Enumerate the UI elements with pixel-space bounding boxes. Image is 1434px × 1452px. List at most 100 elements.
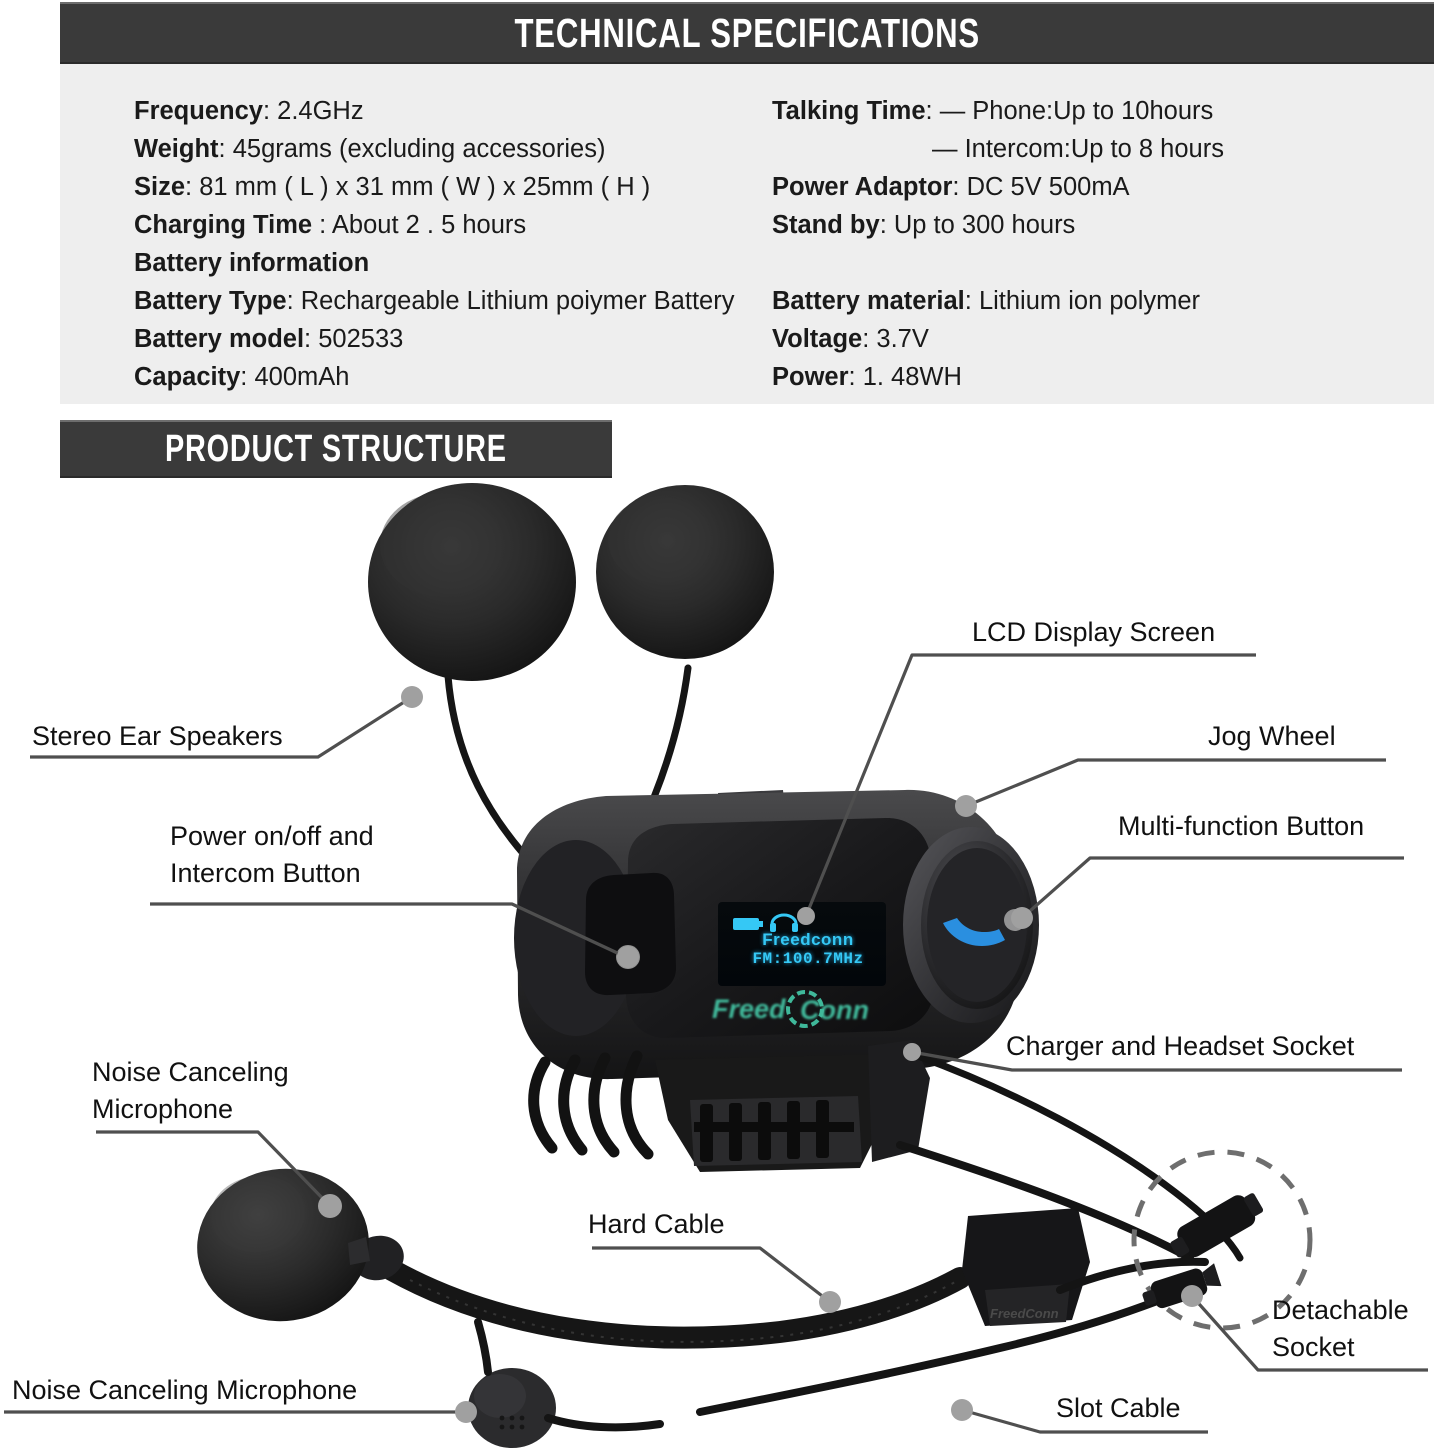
leader-jog-wheel bbox=[965, 758, 1386, 808]
spec-sep: : bbox=[964, 287, 979, 315]
callout-noise-canceling-microphone: Noise Canceling Microphone bbox=[92, 1054, 392, 1128]
svg-text:Conn: Conn bbox=[800, 995, 869, 1025]
spec-sep: : bbox=[925, 97, 940, 125]
spec-column-left: Frequency: 2.4GHz Weight: 45grams (exclu… bbox=[134, 92, 794, 396]
leader-noise-mic-top bbox=[96, 1130, 332, 1208]
spec-value: Rechargeable Lithium poiymer Battery bbox=[300, 287, 735, 315]
spec-row: Stand by: Up to 300 hours bbox=[772, 206, 1412, 244]
spec-sep: : bbox=[286, 287, 301, 315]
callout-detachable-socket: Detachable Socket bbox=[1272, 1292, 1432, 1366]
svg-text:Freed: Freed bbox=[712, 994, 786, 1024]
spec-row: Battery Type: Rechargeable Lithium poiym… bbox=[134, 282, 794, 320]
spec-label: Battery material bbox=[772, 287, 965, 315]
spec-value: 3.7V bbox=[876, 325, 929, 353]
callout-noise-mic-line1: Noise Canceling bbox=[92, 1057, 289, 1087]
spec-label: Voltage bbox=[772, 325, 863, 353]
hard-cable-loops bbox=[528, 1050, 654, 1160]
spec-row-heading: Battery information bbox=[134, 244, 794, 282]
spec-value: Lithium ion polymer bbox=[978, 287, 1201, 315]
spec-label: Charging Time bbox=[134, 211, 313, 239]
callout-detachable-line1: Detachable bbox=[1272, 1295, 1409, 1325]
stereo-ear-speaker-left bbox=[368, 483, 576, 681]
leader-lcd-display-screen bbox=[804, 653, 1256, 917]
callout-noise-canceling-microphone-bottom: Noise Canceling Microphone bbox=[12, 1375, 358, 1405]
headset-main-body: Freed Conn bbox=[514, 789, 1039, 1172]
spec-sep: : bbox=[185, 173, 200, 201]
spec-row: Frequency: 2.4GHz bbox=[134, 92, 794, 130]
spec-sep: : bbox=[262, 97, 278, 125]
callout-charger-and-headset-socket: Charger and Headset Socket bbox=[1006, 1031, 1355, 1061]
spec-row: Power: 1. 48WH bbox=[772, 358, 1412, 396]
spec-label: Talking Time bbox=[772, 97, 926, 125]
spec-value: 2.4GHz bbox=[277, 97, 364, 125]
spec-sep: : bbox=[848, 363, 863, 391]
callout-slot-cable: Slot Cable bbox=[1056, 1393, 1181, 1423]
spec-sep: : bbox=[952, 173, 967, 201]
callout-detachable-line2: Socket bbox=[1272, 1332, 1355, 1362]
spec-row: Capacity: 400mAh bbox=[134, 358, 794, 396]
callout-power-intercom-line2: Intercom Button bbox=[170, 858, 361, 888]
technical-specifications-banner: TECHNICAL SPECIFICATIONS bbox=[60, 2, 1434, 64]
spec-value: 400mAh bbox=[254, 363, 350, 391]
spec-value: 45grams (excluding accessories) bbox=[232, 135, 606, 163]
spec-value: Up to 300 hours bbox=[893, 211, 1076, 239]
leader-multi-function-button bbox=[1020, 856, 1404, 920]
spec-row: Weight: 45grams (excluding accessories) bbox=[134, 130, 794, 168]
spec-row: Size: 81 mm ( L ) x 31 mm ( W ) x 25mm (… bbox=[134, 168, 794, 206]
spec-sep: : bbox=[304, 325, 319, 353]
charger-headset-socket-cable bbox=[914, 1052, 1244, 1262]
spec-sep: : bbox=[879, 211, 894, 239]
spec-label: Power bbox=[772, 363, 849, 391]
spec-label: Capacity bbox=[134, 363, 241, 391]
spec-row: Charging Time : About 2 . 5 hours bbox=[134, 206, 794, 244]
spec-value: 81 mm ( L ) x 31 mm ( W ) x 25mm ( H ) bbox=[199, 173, 651, 201]
leader-hard-cable bbox=[592, 1246, 831, 1304]
callout-lcd-display-screen: LCD Display Screen bbox=[972, 617, 1216, 647]
spec-row: Talking Time: — Phone:Up to 10hours bbox=[772, 92, 1412, 130]
spec-label: Battery information bbox=[134, 249, 370, 277]
slot-cable bbox=[696, 1141, 1209, 1416]
spec-value: — Phone:Up to 10hours bbox=[939, 97, 1214, 125]
brand-logo: Freed Conn bbox=[712, 990, 869, 1028]
product-structure-title: PRODUCT STRUCTURE bbox=[165, 427, 507, 470]
leader-power-intercom bbox=[150, 902, 627, 959]
spec-sep: : bbox=[240, 363, 255, 391]
spec-label: Size bbox=[134, 173, 186, 201]
noise-canceling-microphone bbox=[197, 1168, 971, 1349]
callout-hard-cable: Hard Cable bbox=[588, 1209, 725, 1239]
specifications-panel: Frequency: 2.4GHz Weight: 45grams (exclu… bbox=[60, 64, 1434, 404]
spec-value: 502533 bbox=[318, 325, 404, 353]
spec-label: Battery model bbox=[134, 325, 305, 353]
spec-column-right: Talking Time: — Phone:Up to 10hours — In… bbox=[772, 92, 1412, 396]
spec-row: Voltage: 3.7V bbox=[772, 320, 1412, 358]
product-structure-banner: PRODUCT STRUCTURE bbox=[60, 420, 612, 478]
spec-row: Battery model: 502533 bbox=[134, 320, 794, 358]
spec-label: Frequency bbox=[134, 97, 263, 125]
spec-label: Battery Type bbox=[134, 287, 287, 315]
spec-label: Weight bbox=[134, 135, 219, 163]
spec-value: DC 5V 500mA bbox=[966, 173, 1130, 201]
spec-sep: : bbox=[862, 325, 877, 353]
mic-cable-clamp: FreedConn bbox=[962, 1208, 1090, 1326]
spec-value: — Intercom:Up to 8 hours bbox=[932, 135, 1224, 163]
svg-text:FreedConn: FreedConn bbox=[990, 1306, 1059, 1321]
spec-value: 1. 48WH bbox=[862, 363, 962, 391]
callout-power-intercom-line1: Power on/off and bbox=[170, 821, 374, 851]
spec-sep: : bbox=[218, 135, 233, 163]
callout-power-intercom-button: Power on/off and Intercom Button bbox=[170, 818, 500, 892]
spec-value: About 2 . 5 hours bbox=[331, 211, 527, 239]
spec-label: Stand by bbox=[772, 211, 880, 239]
spec-sep: : bbox=[312, 211, 332, 239]
stereo-ear-speaker-right bbox=[596, 485, 774, 659]
lcd-display-screen bbox=[718, 902, 886, 986]
callout-stereo-ear-speakers: Stereo Ear Speakers bbox=[32, 721, 283, 751]
spec-label: Power Adaptor bbox=[772, 173, 953, 201]
spec-row-continuation: — Intercom:Up to 8 hours bbox=[772, 130, 1412, 168]
callout-noise-mic-line2: Microphone bbox=[92, 1094, 234, 1124]
jog-wheel bbox=[903, 827, 1039, 1023]
callout-jog-wheel: Jog Wheel bbox=[1208, 721, 1336, 751]
technical-specifications-title: TECHNICAL SPECIFICATIONS bbox=[514, 9, 980, 56]
inline-microphone bbox=[468, 1318, 664, 1448]
callout-multi-function-button: Multi-function Button bbox=[1118, 811, 1365, 841]
